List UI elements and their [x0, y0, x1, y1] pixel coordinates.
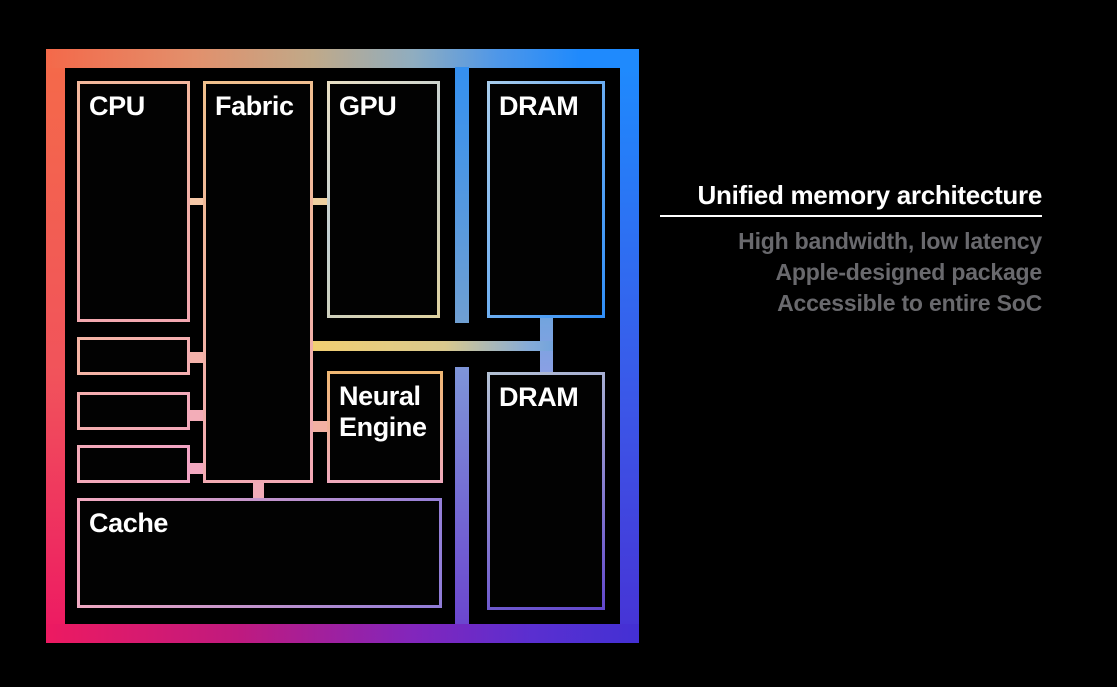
package-frame-bottom: [46, 624, 639, 643]
block-dram-bottom: DRAM: [487, 372, 605, 610]
block-dram-top-label: DRAM: [499, 91, 579, 121]
block-cpu-subblock-2-body: [80, 395, 187, 427]
package-wall-lower: [455, 367, 469, 624]
block-neural-engine: Neural Engine: [327, 371, 443, 483]
block-fabric-label: Fabric: [215, 91, 294, 121]
package-frame-right: [620, 68, 639, 624]
block-neural-engine-body: Neural Engine: [330, 374, 440, 480]
connector-subblock2-fabric: [190, 410, 204, 421]
connector-fabric-neural-engine: [313, 421, 328, 432]
block-cpu-body: CPU: [80, 84, 187, 319]
connector-memory-bus: [313, 341, 553, 351]
block-dram-bottom-label: DRAM: [499, 382, 579, 412]
block-dram-bottom-body: DRAM: [490, 375, 602, 607]
panel-bullet: Accessible to entire SoC: [777, 290, 1042, 316]
block-fabric: Fabric: [203, 81, 313, 483]
info-panel: Unified memory architecture High bandwid…: [660, 181, 1042, 319]
block-cpu-subblock-2: [77, 392, 190, 430]
package-frame-top: [46, 49, 639, 68]
block-cpu-subblock-3-body: [80, 448, 187, 480]
block-dram-top: DRAM: [487, 81, 605, 318]
block-cpu-subblock-1: [77, 337, 190, 375]
block-cache-body: Cache: [80, 501, 439, 605]
connector-cpu-fabric: [190, 198, 204, 205]
panel-bullet-list: High bandwidth, low latency Apple-design…: [660, 226, 1042, 319]
block-cpu-subblock-1-body: [80, 340, 187, 372]
block-cpu-label: CPU: [89, 91, 145, 121]
package-frame-left: [46, 68, 65, 624]
block-cpu: CPU: [77, 81, 190, 322]
connector-fabric-gpu: [313, 198, 328, 205]
panel-bullet: High bandwidth, low latency: [738, 228, 1042, 254]
panel-title: Unified memory architecture: [697, 180, 1043, 210]
block-cache: Cache: [77, 498, 442, 608]
block-gpu: GPU: [327, 81, 440, 318]
connector-subblock3-fabric: [190, 463, 204, 474]
block-cache-label: Cache: [89, 508, 169, 538]
block-gpu-label: GPU: [339, 91, 397, 121]
block-fabric-body: Fabric: [206, 84, 310, 480]
block-cpu-subblock-3: [77, 445, 190, 483]
soc-diagram: CPU Fabric GPU DRAM N: [46, 49, 639, 643]
title-underline: [660, 215, 1042, 217]
panel-bullet: Apple-designed package: [775, 259, 1042, 285]
connector-subblock1-fabric: [190, 352, 204, 363]
connector-fabric-cache: [253, 483, 264, 499]
block-gpu-body: GPU: [330, 84, 437, 315]
block-neural-engine-label: Neural Engine: [339, 381, 427, 442]
package-wall-upper: [455, 67, 469, 323]
block-dram-top-body: DRAM: [490, 84, 602, 315]
